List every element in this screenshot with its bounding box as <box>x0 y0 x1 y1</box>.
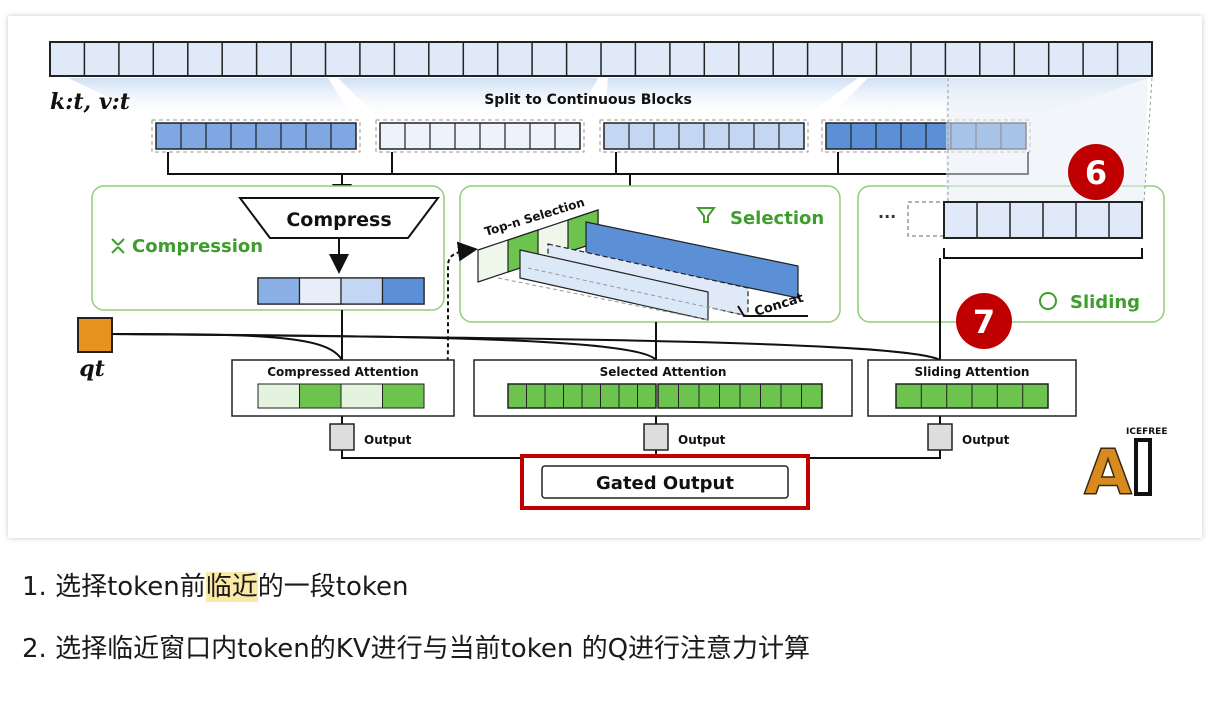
selected-attention-box: Selected Attention <box>473 359 853 417</box>
compress-label: Compress <box>286 209 391 231</box>
svg-text:Output: Output <box>678 433 726 447</box>
svg-text:A: A <box>1084 436 1132 509</box>
query-lines <box>111 258 941 361</box>
sliding-attention-label: Sliding Attention <box>915 365 1030 379</box>
note-1: 1. 选择token前临近的一段token <box>22 566 409 603</box>
sliding-icon <box>1039 292 1057 310</box>
block-3 <box>599 119 809 153</box>
q-label: qt <box>79 356 105 382</box>
compression-panel: Compress Compression <box>91 185 445 311</box>
note-1-highlight: 临近 <box>205 572 258 602</box>
svg-text:ICEFREE: ICEFREE <box>1126 427 1167 437</box>
output-3: Output <box>927 423 1010 451</box>
query-token <box>77 317 113 353</box>
badge-6: 6 <box>1068 144 1124 200</box>
kv-label: k:t, v:t <box>50 89 130 115</box>
selection-label: Selection <box>730 208 824 229</box>
svg-text:Output: Output <box>962 433 1010 447</box>
note-1-suffix: 的一段token <box>257 572 409 602</box>
note-2: 2. 选择临近窗口内token的KV进行与当前token 的Q进行注意力计算 <box>22 634 811 664</box>
svg-text:Output: Output <box>364 433 412 447</box>
icefree-logo: ICEFREE A <box>1083 427 1167 510</box>
compression-label: Compression <box>132 236 263 257</box>
nsa-architecture-figure: k:t, v:t Split to Continuous Blocks Comp… <box>8 16 1202 538</box>
selected-attention-label: Selected Attention <box>600 365 727 379</box>
output-2: Output <box>643 423 726 451</box>
output-1: Output <box>329 423 412 451</box>
sliding-label: Sliding <box>1070 292 1140 313</box>
sliding-attention-box: Sliding Attention <box>867 359 1077 417</box>
svg-text:6: 6 <box>1085 154 1107 192</box>
badge-7: 7 <box>956 293 1012 349</box>
gated-output-label: Gated Output <box>596 473 734 494</box>
gated-output: Gated Output <box>520 454 810 510</box>
svg-text:7: 7 <box>973 303 995 341</box>
selection-panel: Top-n Selection Concat Selection <box>459 185 841 323</box>
sliding-ellipsis: ··· <box>878 207 896 226</box>
block-1 <box>151 119 361 153</box>
note-1-prefix: 1. 选择token前 <box>22 572 206 602</box>
split-label: Split to Continuous Blocks <box>484 92 692 108</box>
output-connectors <box>341 416 941 459</box>
compressed-attention-label: Compressed Attention <box>267 365 418 379</box>
compressed-attention-box: Compressed Attention <box>231 359 455 417</box>
block-2 <box>375 119 585 153</box>
compression-icon <box>111 238 125 254</box>
token-row <box>49 41 1153 77</box>
selection-icon <box>696 207 716 223</box>
